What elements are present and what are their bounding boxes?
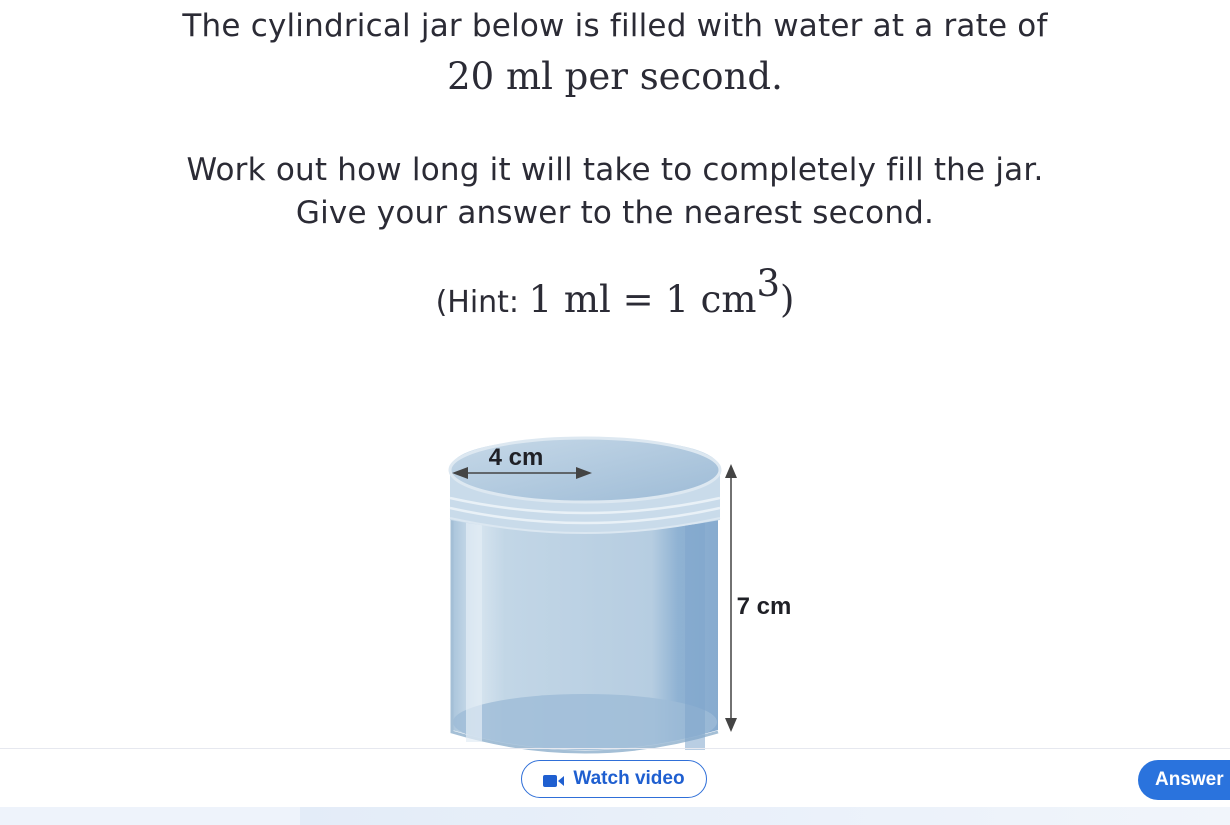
answer-label: Answer bbox=[1155, 769, 1224, 790]
hint: (Hint: 1 ml = 1 cm3) bbox=[0, 265, 1230, 321]
question-line-1: The cylindrical jar below is filled with… bbox=[182, 8, 1048, 44]
cylinder-jar-diagram: 4 cm 7 cm bbox=[448, 436, 792, 754]
answer-button[interactable]: Answer bbox=[1138, 760, 1230, 800]
jar-body bbox=[450, 470, 719, 754]
watch-video-button[interactable]: Watch video bbox=[521, 760, 707, 798]
hint-suffix: ) bbox=[780, 278, 795, 321]
diameter-arrow bbox=[452, 467, 592, 479]
diameter-label: 4 cm bbox=[489, 444, 544, 471]
footer-strip bbox=[0, 807, 1230, 825]
question-line-3: Work out how long it will take to comple… bbox=[186, 152, 1044, 188]
watch-video-label: Watch video bbox=[573, 768, 685, 789]
height-label: 7 cm bbox=[737, 593, 792, 620]
hint-math: 1 ml = 1 cm bbox=[528, 278, 757, 321]
hint-exponent: 3 bbox=[756, 262, 780, 305]
hint-prefix: (Hint: bbox=[435, 285, 529, 320]
question-line-4: Give your answer to the nearest second. bbox=[295, 195, 935, 231]
video-camera-icon bbox=[543, 772, 565, 787]
footer-divider bbox=[0, 748, 1230, 749]
question-rate: 20 ml per second. bbox=[447, 55, 783, 98]
height-arrow bbox=[725, 464, 737, 732]
jar-rim bbox=[448, 436, 722, 534]
